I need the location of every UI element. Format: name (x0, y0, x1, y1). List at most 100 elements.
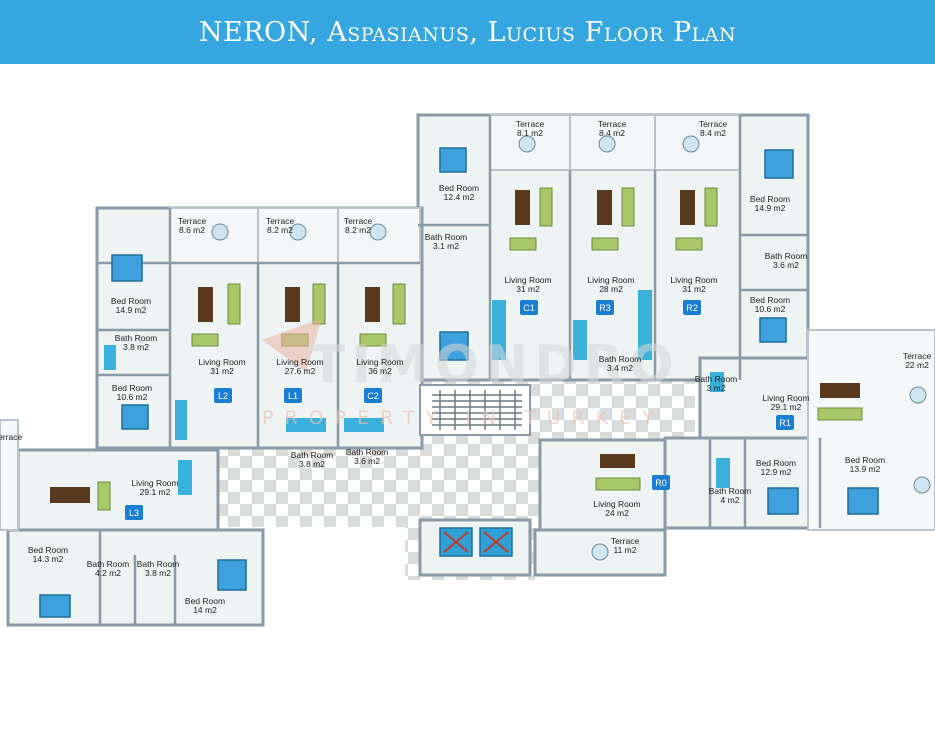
room-name: Bath Room (87, 559, 130, 569)
room-name: Terrace (611, 536, 640, 546)
room-name: Terrace (344, 216, 373, 226)
room-name: Bed Room (750, 194, 790, 204)
room-area: 14.9 m2 (755, 203, 786, 213)
room-area: 3 m2 (707, 383, 726, 393)
room-area: 36 m2 (368, 366, 392, 376)
room-area: 22 m2 (905, 360, 929, 370)
room-name: Living Room (276, 357, 323, 367)
room-name: Bed Room (439, 183, 479, 193)
terraces (0, 114, 935, 531)
room-name: Bed Room (28, 545, 68, 555)
watermark-brand: TIMONDRO (310, 335, 680, 395)
room-area: 13.9 m2 (850, 464, 881, 474)
room-name: Bath Room (695, 374, 738, 384)
room-area: 3.8 m2 (123, 342, 149, 352)
room-name: Living Room (670, 275, 717, 285)
room-area: 14.9 m2 (116, 305, 147, 315)
room-name: Bath Room (709, 486, 752, 496)
room-area: 29.1 m2 (771, 402, 802, 412)
room-area: 8.1 m2 (517, 128, 543, 138)
unit-badge-c2: C2 (364, 388, 382, 403)
stairwell (419, 384, 531, 436)
room-name: Terrace (0, 432, 22, 442)
unit-badge-r0: R0 (652, 475, 670, 490)
watermark: TIMONDRO PROPERTY IN TURKEY (262, 318, 680, 429)
room-name: Bath Room (291, 450, 334, 460)
room-area: 8.2 m2 (345, 225, 371, 235)
room-name: Living Room (587, 275, 634, 285)
room-name: Living Room (356, 357, 403, 367)
room-name: Bed Room (845, 455, 885, 465)
room-name: Living Room (131, 478, 178, 488)
room-area: 27.6 m2 (285, 366, 316, 376)
room-name: Living Room (762, 393, 809, 403)
svg-text:R2: R2 (686, 303, 698, 313)
unit-badges: C1 R3 R2 L2 L1 C2 R1 R0 L3 (125, 300, 794, 520)
svg-text:L3: L3 (129, 508, 139, 518)
unit-badge-r2: R2 (683, 300, 701, 315)
plants (211, 135, 931, 561)
room-area: 3.6 m2 (354, 456, 380, 466)
unit-badge-l1: L1 (284, 388, 302, 403)
room-name: Living Room (504, 275, 551, 285)
room-area: 31 m2 (516, 284, 540, 294)
room-name: Bath Room (137, 559, 180, 569)
svg-text:L2: L2 (218, 391, 228, 401)
room-name: Bed Room (750, 295, 790, 305)
room-area: 3.8 m2 (299, 459, 325, 469)
room-area: 8.2 m2 (267, 225, 293, 235)
living-furniture (50, 187, 863, 511)
room-name: Bed Room (185, 596, 225, 606)
room-area: 31 m2 (682, 284, 706, 294)
room-area: 3.8 m2 (145, 568, 171, 578)
room-name: Bath Room (346, 447, 389, 457)
room-area: 10.6 m2 (117, 392, 148, 402)
room-name: Terrace (266, 216, 295, 226)
room-name: Terrace (699, 119, 728, 129)
room-name: Bath Room (599, 354, 642, 364)
room-area: 3.6 m2 (773, 260, 799, 270)
room-area: 4 m2 (721, 495, 740, 505)
room-area: 14.3 m2 (33, 554, 64, 564)
room-name: Terrace (598, 119, 627, 129)
room-name: Bed Room (112, 383, 152, 393)
room-name: Bed Room (111, 296, 151, 306)
interior-walls (97, 115, 822, 625)
unit-badge-l2: L2 (214, 388, 232, 403)
room-area: 8.4 m2 (700, 128, 726, 138)
room-area: 10.6 m2 (755, 304, 786, 314)
svg-text:L1: L1 (288, 391, 298, 401)
room-area: 14 m2 (193, 605, 217, 615)
room-area: 28 m2 (599, 284, 623, 294)
svg-text:C2: C2 (367, 391, 379, 401)
room-area: 12.4 m2 (444, 192, 475, 202)
room-area: 11 m2 (614, 545, 637, 555)
watermark-subtitle: PROPERTY IN TURKEY (262, 407, 665, 429)
room-name: Bath Room (115, 333, 158, 343)
room-name: Bath Room (425, 232, 468, 242)
room-name: Bed Room (756, 458, 796, 468)
room-area: 3.4 m2 (607, 363, 633, 373)
beds (39, 147, 879, 618)
room-name: Bath Room (765, 251, 808, 261)
room-area: 29.1 m2 (140, 487, 171, 497)
wet-areas (104, 290, 730, 495)
title-banner: NERON, Aspasianus, Lucius Floor Plan (0, 0, 935, 64)
svg-text:R3: R3 (599, 303, 611, 313)
svg-text:R1: R1 (779, 418, 791, 428)
room-name: Living Room (198, 357, 245, 367)
unit-badge-r3: R3 (596, 300, 614, 315)
room-area: 4.2 m2 (95, 568, 121, 578)
room-area: 8.4 m2 (599, 128, 625, 138)
room-area: 8.6 m2 (179, 225, 205, 235)
unit-badge-r1: R1 (776, 415, 794, 430)
room-name: Terrace (516, 119, 545, 129)
unit-badge-l3: L3 (125, 505, 143, 520)
room-name: Living Room (593, 499, 640, 509)
room-area: 24 m2 (605, 508, 629, 518)
elevators (439, 527, 513, 557)
page-title: NERON, Aspasianus, Lucius Floor Plan (198, 16, 737, 48)
room-name: Terrace (903, 351, 932, 361)
